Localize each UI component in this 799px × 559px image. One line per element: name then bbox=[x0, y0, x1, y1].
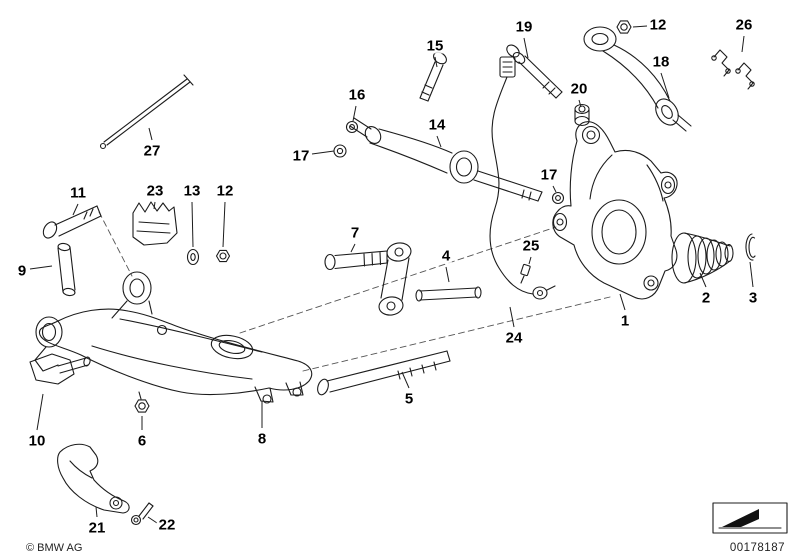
callout-27: 27 bbox=[141, 142, 163, 160]
callout-26: 26 bbox=[733, 16, 755, 34]
callout-25: 25 bbox=[520, 237, 542, 255]
callout-27-leader bbox=[148, 127, 153, 141]
part-12-nut-mid bbox=[215, 249, 231, 263]
callout-25-leader bbox=[528, 256, 532, 265]
callout-17-right-leader bbox=[552, 185, 557, 193]
part-17-nut-right bbox=[551, 191, 565, 205]
assembly-axis-lines bbox=[98, 211, 611, 372]
callout-10: 10 bbox=[26, 432, 48, 450]
callout-13: 13 bbox=[181, 182, 203, 200]
callout-18-leader bbox=[660, 72, 670, 99]
part-23-bracket bbox=[132, 201, 178, 246]
callout-12-upper: 12 bbox=[647, 16, 669, 34]
part-26-clips bbox=[711, 49, 755, 90]
callout-18: 18 bbox=[650, 53, 672, 71]
callout-9: 9 bbox=[15, 262, 29, 280]
callout-17-left: 17 bbox=[290, 147, 312, 165]
part-19-bolt bbox=[506, 44, 563, 99]
callout-1: 1 bbox=[618, 312, 632, 330]
callout-15-leader bbox=[434, 56, 438, 68]
part-22-bolt bbox=[130, 502, 154, 526]
callout-3: 3 bbox=[746, 289, 760, 307]
callout-12-upper-leader bbox=[632, 25, 648, 28]
part-1-wheel-carrier bbox=[552, 121, 678, 300]
part-2-cv-joint bbox=[671, 232, 734, 284]
callout-22: 22 bbox=[156, 516, 178, 534]
part-8-lower-control-arm bbox=[34, 271, 313, 404]
callout-7: 7 bbox=[348, 224, 362, 242]
callout-2-leader bbox=[699, 272, 707, 288]
copyright-text: © BMW AG bbox=[26, 542, 83, 554]
diagram-id: 00178187 bbox=[729, 542, 785, 554]
part-4-link-and-pin bbox=[378, 242, 482, 316]
callout-20: 20 bbox=[568, 80, 590, 98]
part-10-bracket bbox=[29, 353, 91, 385]
part-13-washer bbox=[186, 248, 200, 266]
part-7-bolt bbox=[324, 250, 388, 271]
callout-12-mid: 12 bbox=[214, 182, 236, 200]
callout-11-leader bbox=[72, 203, 79, 216]
direction-of-travel-icon bbox=[712, 502, 788, 534]
callout-17-left-leader bbox=[311, 150, 335, 155]
callout-23-leader bbox=[153, 201, 156, 210]
callout-5: 5 bbox=[402, 390, 416, 408]
callout-10-leader bbox=[36, 393, 44, 431]
callout-6: 6 bbox=[135, 432, 149, 450]
part-12-nut-top bbox=[616, 20, 632, 34]
callout-13-leader bbox=[191, 201, 194, 248]
callout-7-leader bbox=[350, 243, 356, 253]
callout-26-leader bbox=[741, 35, 745, 53]
part-9-pin bbox=[57, 242, 76, 297]
callout-17-right: 17 bbox=[538, 166, 560, 184]
part-5-bolt bbox=[317, 350, 451, 396]
callout-5-leader bbox=[401, 371, 410, 389]
callout-14-leader bbox=[436, 135, 442, 148]
callout-19: 19 bbox=[513, 18, 535, 36]
callout-4: 4 bbox=[439, 247, 453, 265]
part-25-clip bbox=[520, 263, 531, 284]
callout-1-leader bbox=[619, 293, 626, 311]
part-11-bolt bbox=[42, 205, 102, 239]
callout-21-leader bbox=[95, 506, 98, 518]
part-24-abs-sensor bbox=[489, 56, 556, 300]
callout-14: 14 bbox=[426, 116, 448, 134]
part-18-upper-arm bbox=[583, 26, 692, 132]
callout-4-leader bbox=[445, 266, 450, 283]
callout-11: 11 bbox=[68, 184, 88, 202]
part-27-rod bbox=[99, 74, 194, 150]
callout-15: 15 bbox=[424, 37, 446, 55]
callout-21: 21 bbox=[86, 519, 108, 537]
callout-20-leader bbox=[578, 99, 582, 108]
callout-16-leader bbox=[352, 105, 357, 122]
callout-24-leader bbox=[509, 306, 515, 328]
callout-9-leader bbox=[29, 265, 53, 270]
part-6-nut bbox=[134, 391, 150, 413]
part-16-nut bbox=[345, 120, 359, 134]
callout-19-leader bbox=[523, 37, 529, 59]
part-21-guard bbox=[57, 443, 130, 514]
callout-22-leader bbox=[147, 516, 158, 524]
callout-8: 8 bbox=[255, 430, 269, 448]
callout-23: 23 bbox=[144, 182, 166, 200]
part-20-bushing bbox=[574, 103, 590, 127]
callout-12-mid-leader bbox=[222, 201, 226, 248]
part-14-arm bbox=[349, 117, 543, 202]
callout-3-leader bbox=[749, 261, 754, 288]
part-3-snap-ring bbox=[745, 233, 756, 261]
part-15-bolt bbox=[419, 51, 447, 102]
callout-24: 24 bbox=[503, 329, 525, 347]
callout-16: 16 bbox=[346, 86, 368, 104]
callout-2: 2 bbox=[699, 289, 713, 307]
